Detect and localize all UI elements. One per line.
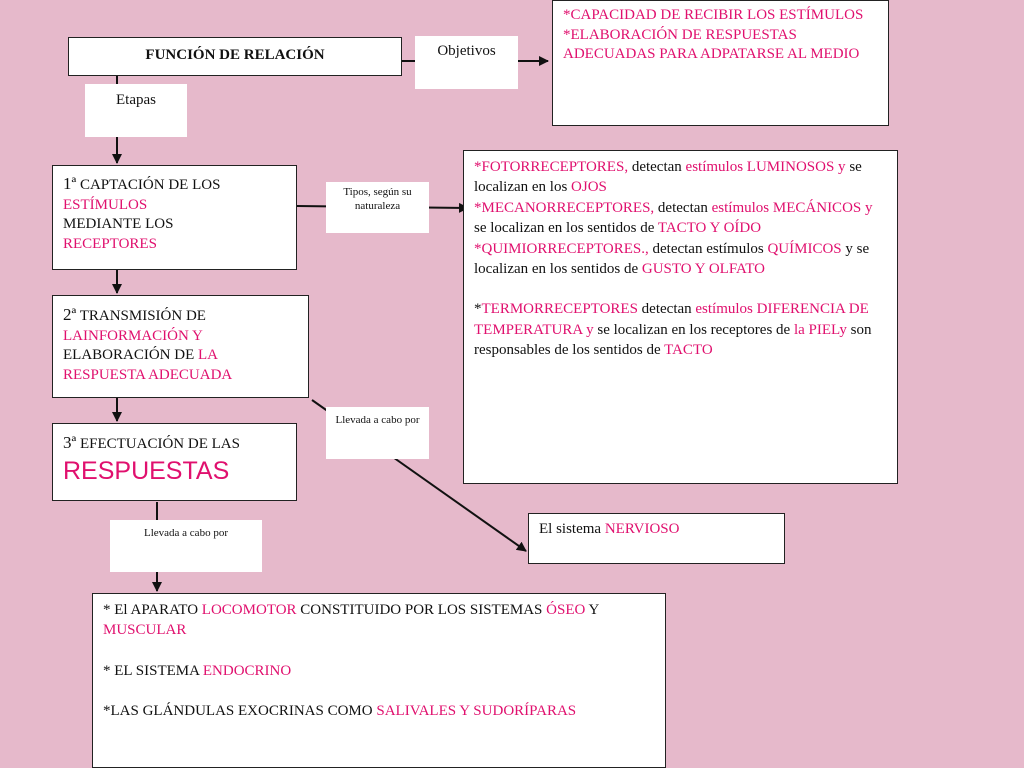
objetivo-2: *ELABORACIÓN DE RESPUESTAS ADECUADAS PAR…	[563, 26, 860, 63]
label-llevada-2: Llevada a cabo por	[110, 520, 262, 572]
efectores-box: * El APARATO LOCOMOTOR CONSTITUIDO POR L…	[92, 593, 666, 768]
efector-exocrinas: *LAS GLÁNDULAS EXOCRINAS COMO SALIVALES …	[103, 703, 577, 720]
mecanorreceptores: *MECANORRECEPTORES, detectan estímulos M…	[474, 199, 873, 237]
etapa-2-box: 2ª TRANSMISIÓN DE LAINFORMACIÓN Y ELABOR…	[52, 295, 309, 398]
fotorreceptores: *FOTORRECEPTORES, detectan estímulos LUM…	[474, 159, 862, 196]
etapa-3-box: 3ª EFECTUACIÓN DE LAS RESPUESTAS	[52, 423, 297, 501]
label-llevada-1: Llevada a cabo por	[326, 407, 429, 459]
etapa-1-box: 1ª CAPTACIÓN DE LOS ESTÍMULOS MEDIANTE L…	[52, 165, 297, 270]
nervioso-box: El sistema NERVIOSO	[528, 513, 785, 564]
efector-locomotor: * El APARATO LOCOMOTOR CONSTITUIDO POR L…	[103, 602, 599, 639]
title-text: FUNCIÓN DE RELACIÓN	[145, 47, 325, 63]
objetivos-box: *CAPACIDAD DE RECIBIR LOS ESTÍMULOS *ELA…	[552, 0, 889, 126]
label-etapas: Etapas	[85, 84, 187, 137]
title-box: FUNCIÓN DE RELACIÓN	[68, 37, 402, 76]
quimiorreceptores: *QUIMIORRECEPTORES., detectan estímulos …	[474, 240, 870, 277]
label-tipos: Tipos, según su naturaleza	[326, 182, 429, 233]
label-objetivos: Objetivos	[415, 36, 518, 89]
objetivo-1: *CAPACIDAD DE RECIBIR LOS ESTÍMULOS	[563, 7, 864, 23]
efector-endocrino: * EL SISTEMA ENDOCRINO	[103, 662, 292, 679]
receptores-box: *FOTORRECEPTORES, detectan estímulos LUM…	[463, 150, 898, 484]
termorreceptores: *TERMORRECEPTORES detectan estímulos DIF…	[474, 301, 872, 359]
